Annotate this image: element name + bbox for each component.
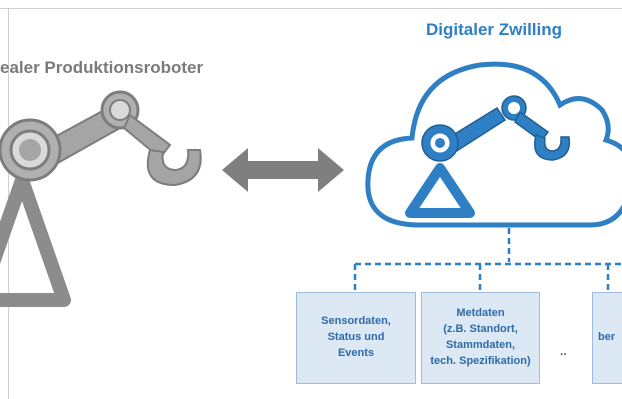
box-line: Events xyxy=(337,346,375,359)
sensor-data-box: Sensordaten, Status und Events xyxy=(296,292,416,384)
double-arrow-icon xyxy=(222,148,344,192)
real-robot-icon xyxy=(0,90,202,307)
ellipsis: .. xyxy=(560,344,567,358)
frame-top-border xyxy=(0,8,622,9)
cloud-icon xyxy=(365,61,622,228)
metadata-box: Metdaten (z.B. Standort, Stammdaten, tec… xyxy=(421,292,540,384)
box-line: Stammdaten, xyxy=(445,339,516,351)
partial-box: ber xyxy=(592,292,622,384)
box-line: Metdaten xyxy=(456,307,505,320)
box-line: Sensordaten, xyxy=(321,315,391,328)
real-robot-title: ealer Produktionsroboter xyxy=(0,58,204,77)
box-line: tech. Spezifikation) xyxy=(430,354,531,367)
digital-robot-icon xyxy=(405,95,571,218)
box-line: (z.B. Standort, xyxy=(443,323,518,336)
connector-lines xyxy=(353,228,622,292)
box-line: ber xyxy=(598,331,616,344)
box-line: Status und xyxy=(327,331,385,344)
digital-twin-title: Digitaler Zwilling xyxy=(426,20,563,39)
